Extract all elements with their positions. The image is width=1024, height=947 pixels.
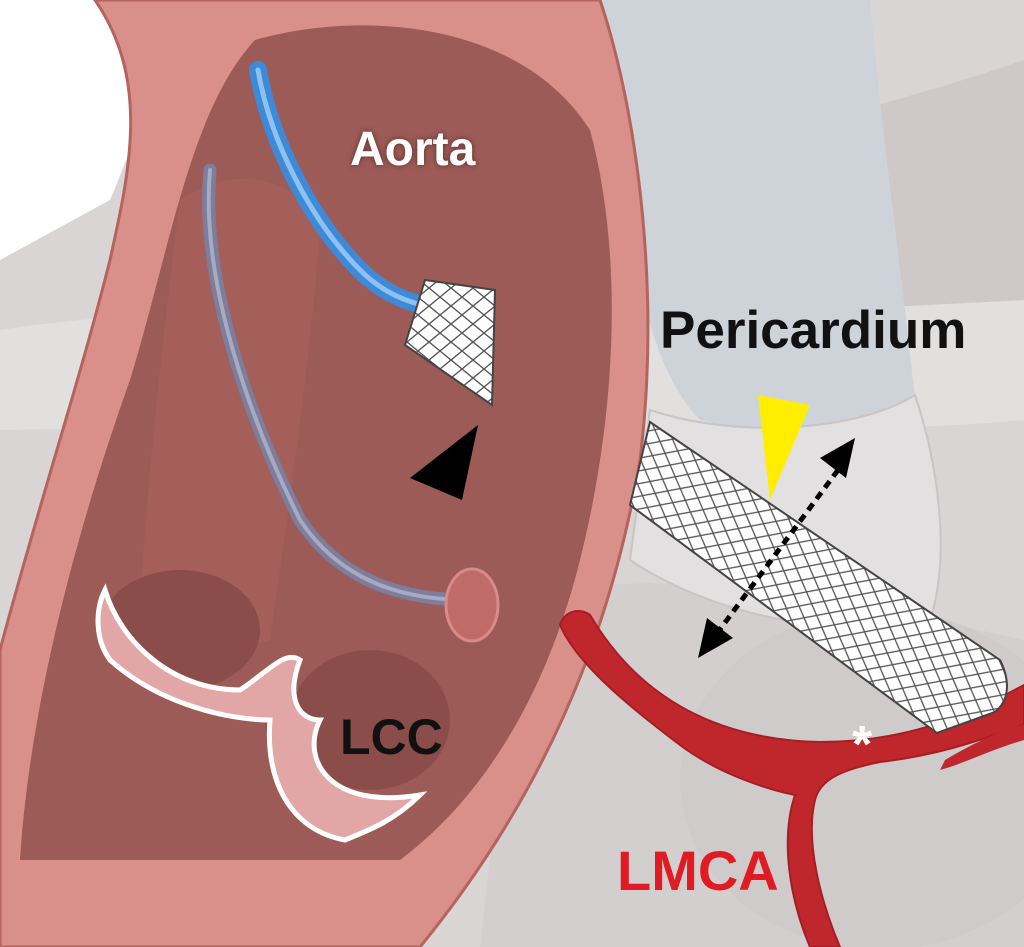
lmca-left-branch xyxy=(940,725,1024,770)
blue-catheter-highlight xyxy=(255,67,448,313)
pericardium-structure xyxy=(600,0,915,431)
aorta-lumen-shadow xyxy=(140,178,320,648)
left-coronary-cusp-leaflet xyxy=(95,583,428,843)
aortic-stent-segment xyxy=(403,278,497,407)
ostium-marker xyxy=(444,567,500,643)
lmca-vessel xyxy=(558,610,1024,947)
black-arrowhead-icon xyxy=(410,425,478,500)
lmca-stent xyxy=(628,420,1008,735)
dotted-double-headed-arrow-icon xyxy=(698,438,855,658)
aorta-label: Aorta xyxy=(350,123,476,176)
asterisk-label: * xyxy=(852,716,873,774)
cusp-shadow-right xyxy=(290,650,450,790)
lmca-label: LMCA xyxy=(617,839,779,902)
grey-catheter-highlight xyxy=(206,168,472,602)
yellow-arrowhead-icon xyxy=(758,395,810,500)
lcc-label: LCC xyxy=(340,709,443,765)
pericardium-label: Pericardium xyxy=(660,301,967,360)
